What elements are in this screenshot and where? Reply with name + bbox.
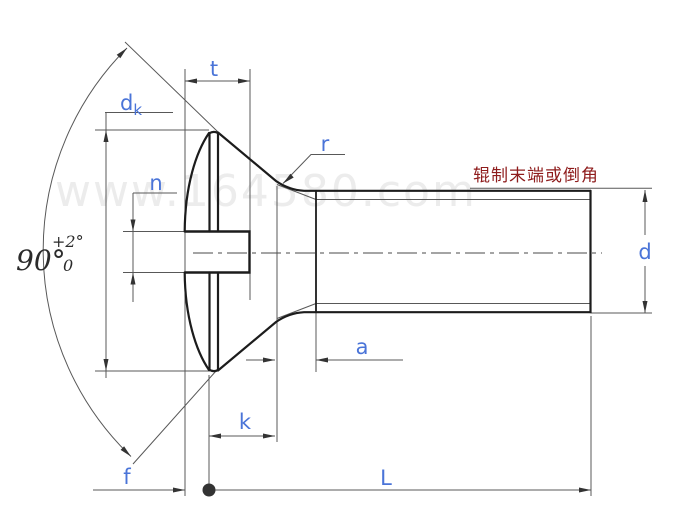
angle-arc bbox=[42, 47, 132, 457]
part-outline-group bbox=[183, 130, 592, 373]
arrow-r bbox=[283, 173, 294, 184]
head-land-edges bbox=[208, 131, 220, 372]
dim-a-lines bbox=[246, 186, 403, 442]
label-dk: dk bbox=[120, 91, 142, 119]
thread-end-note: 辊制末端或倒角 bbox=[473, 166, 599, 186]
arrow-k-left bbox=[209, 433, 221, 439]
cone-and-shank-top bbox=[216, 131, 592, 192]
label-L: L bbox=[380, 466, 392, 490]
arrow-f bbox=[173, 487, 185, 493]
arrow-t-left bbox=[185, 78, 197, 84]
arrow-n-top bbox=[130, 219, 136, 232]
arrowheads-group bbox=[103, 48, 648, 497]
angle-annotation: 90° +2° 0 bbox=[16, 232, 84, 277]
angle-cone-extension-lines bbox=[124, 41, 219, 465]
label-a: a bbox=[356, 335, 369, 359]
dimension-labels-group: t dk n r d a k f L bbox=[120, 57, 652, 490]
arrow-d-top bbox=[642, 190, 648, 202]
arrow-angle-bottom bbox=[120, 446, 131, 457]
angle-value: 90° bbox=[16, 244, 66, 277]
arrow-a-left bbox=[263, 357, 275, 363]
arrow-a-right bbox=[316, 357, 328, 363]
dimension-origin-dot bbox=[202, 483, 216, 497]
arrow-d-bottom bbox=[642, 301, 648, 313]
dim-d-lines bbox=[470, 187, 652, 314]
label-k: k bbox=[239, 410, 252, 434]
label-d: d bbox=[638, 240, 651, 264]
head-dome-arcs bbox=[183, 131, 211, 372]
label-r: r bbox=[321, 132, 330, 156]
arrow-angle-top bbox=[116, 48, 127, 59]
angle-lower-tolerance: 0 bbox=[63, 256, 73, 275]
label-t: t bbox=[210, 57, 218, 81]
slot-outline bbox=[183, 230, 251, 274]
label-f: f bbox=[123, 465, 131, 489]
label-n: n bbox=[149, 171, 162, 195]
dim-L-lines bbox=[208, 316, 592, 496]
arrow-dk-bottom bbox=[103, 359, 109, 371]
angle-upper-tolerance: +2° bbox=[52, 232, 84, 251]
arrow-dk-top bbox=[103, 130, 109, 142]
arrow-k-right bbox=[263, 433, 275, 439]
arrow-n-bottom bbox=[130, 272, 136, 285]
dim-r-leader bbox=[282, 154, 345, 184]
cone-and-shank-bottom bbox=[216, 311, 592, 372]
arrow-t-right bbox=[238, 78, 250, 84]
dim-dk-lines bbox=[95, 112, 215, 378]
arrow-L bbox=[579, 487, 591, 493]
dim-n-lines bbox=[123, 192, 185, 302]
thread-root-lines bbox=[276, 184, 591, 319]
